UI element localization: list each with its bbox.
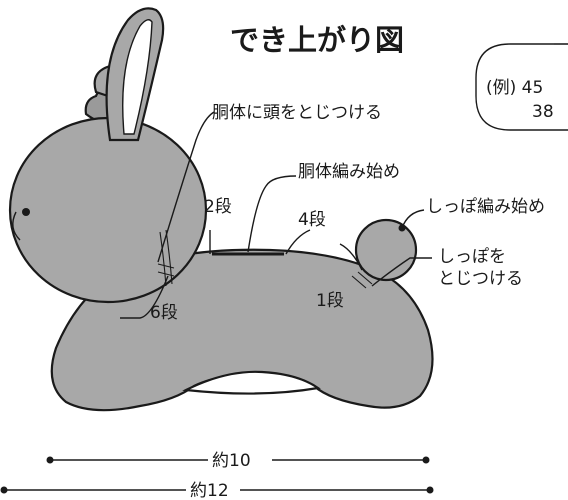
dimension-inner: 約10: [46, 451, 430, 471]
bunny-belly: [182, 370, 321, 395]
label-body-start: 胴体編み始め: [298, 162, 400, 182]
label-row-6: 6段: [150, 303, 178, 323]
dimension-inner-label: 約10: [212, 451, 251, 471]
bunny-illustration: [8, 7, 434, 412]
bunny-ear-inner: [122, 19, 153, 135]
bunny-tail: [354, 218, 418, 282]
label-tail-start: しっぽ編み始め: [426, 197, 545, 217]
example-box: (例) 45 38: [475, 43, 568, 131]
label-attach-tail-2: とじつける: [438, 269, 523, 289]
example-line-1: (例) 45: [486, 78, 543, 98]
label-row-1: 1段: [316, 291, 344, 311]
label-attach-tail-1: しっぽを: [438, 247, 506, 267]
bunny-mouth: [12, 211, 21, 241]
dimension-outer-label: 約12: [190, 481, 229, 500]
bunny-eye: [22, 208, 30, 216]
dimension-outer: 約12: [0, 481, 434, 500]
label-row-2: 2段: [204, 197, 232, 217]
bunny-head: [8, 116, 208, 304]
label-row-4: 4段: [298, 210, 326, 230]
diagram-title: でき上がり図: [230, 23, 404, 57]
example-line-2: 38: [532, 102, 554, 122]
label-attach-head: 胴体に頭をとじつける: [212, 103, 382, 123]
leader-lines: [120, 111, 432, 319]
